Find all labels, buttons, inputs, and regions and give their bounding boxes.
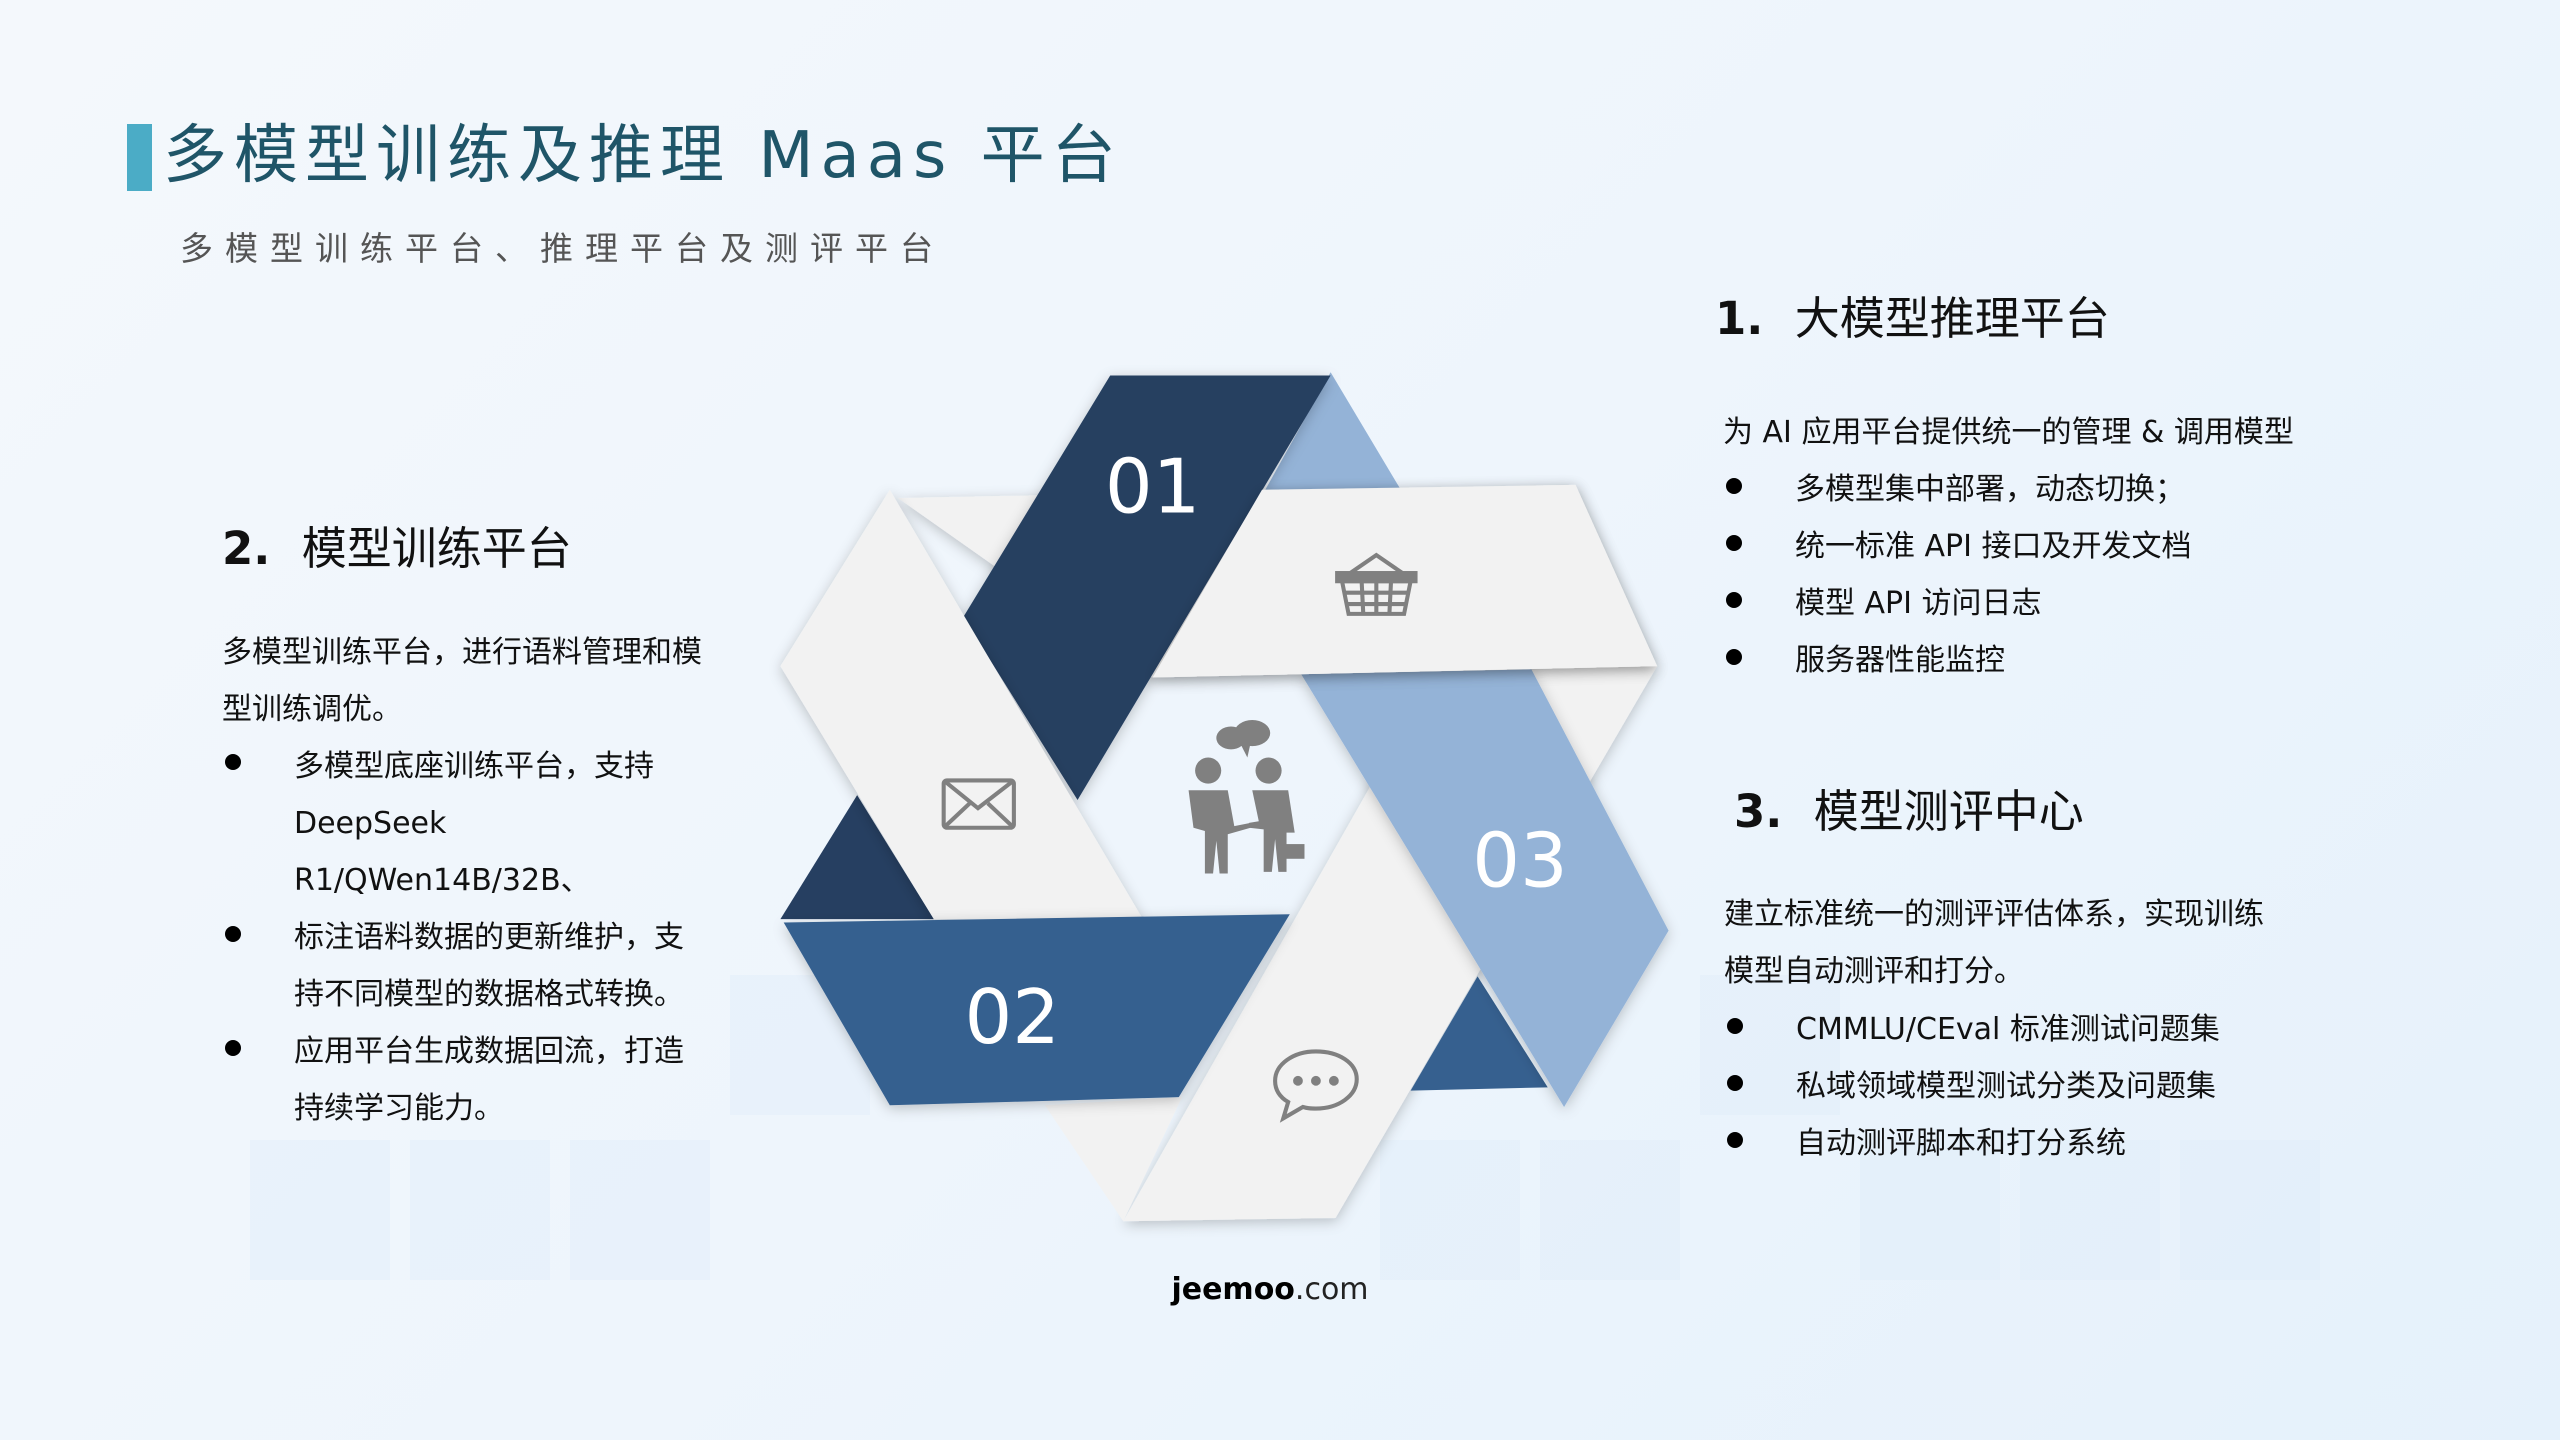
left-white-band bbox=[780, 489, 1143, 920]
footer-domain-suffix: .com bbox=[1294, 1272, 1369, 1307]
navy-triangle bbox=[780, 795, 934, 920]
chat-bubble-icon bbox=[1273, 1049, 1359, 1123]
list-item: 统一标准 API 接口及开发文档 bbox=[1795, 529, 2192, 564]
label-03: 03 bbox=[1472, 817, 1568, 905]
section2-heading: 2. 模型训练平台 bbox=[222, 512, 572, 577]
section1-heading: 1. 大模型推理平台 bbox=[1715, 282, 2110, 347]
band-01 bbox=[963, 375, 1331, 800]
mid-blue-triangle bbox=[1410, 976, 1548, 1091]
list-item: 服务器性能监控 bbox=[1795, 643, 2005, 678]
basket-icon bbox=[1335, 552, 1418, 616]
page-title: 多模型训练及推理 Maas 平台 bbox=[163, 119, 1123, 193]
lower-white-piece bbox=[1044, 1097, 1183, 1222]
title-accent-bar bbox=[127, 124, 152, 191]
footer-brand: jeemoo bbox=[1171, 1272, 1295, 1307]
section3-number: 3. bbox=[1734, 785, 1783, 838]
footer-watermark: jeemoo.com bbox=[0, 1272, 2540, 1307]
section3-heading: 3. 模型测评中心 bbox=[1734, 775, 2084, 840]
list-item: CMMLU/CEval 标准测试问题集 bbox=[1796, 1012, 2220, 1047]
business-handshake-icon bbox=[1188, 720, 1305, 874]
label-02: 02 bbox=[964, 973, 1060, 1061]
section3-desc: 建立标准统一的测评评估体系，实现训练 模型自动测评和打分。 bbox=[1724, 897, 2264, 989]
bullet-dot bbox=[225, 926, 241, 942]
list-item: 多模型底座训练平台，支持 DeepSeek R1/QWen14B/32B、 bbox=[294, 749, 654, 898]
bullet-dot bbox=[1726, 535, 1742, 551]
list-item: 模型 API 访问日志 bbox=[1795, 586, 2042, 621]
page-subtitle: 多模型训练平台、推理平台及测评平台 bbox=[180, 229, 945, 268]
bullet-dot bbox=[225, 1040, 241, 1056]
band-02 bbox=[783, 914, 1290, 1106]
section2-title: 模型训练平台 bbox=[301, 522, 572, 575]
section1-desc: 为 AI 应用平台提供统一的管理 & 调用模型 bbox=[1723, 415, 2294, 450]
section2-desc: 多模型训练平台，进行语料管理和模 型训练调优。 bbox=[222, 635, 702, 727]
section1-title: 大模型推理平台 bbox=[1794, 292, 2110, 345]
bullet-dot bbox=[1727, 1075, 1743, 1091]
section1-number: 1. bbox=[1715, 292, 1764, 345]
bullet-dot bbox=[1726, 649, 1742, 665]
list-item: 私域领域模型测试分类及问题集 bbox=[1796, 1069, 2216, 1104]
bullet-dot bbox=[1727, 1132, 1743, 1148]
bullet-dot bbox=[1726, 478, 1742, 494]
band-03 bbox=[1301, 669, 1669, 1107]
light-blue-top-triangle bbox=[1265, 372, 1401, 490]
bullet-dot bbox=[225, 754, 241, 770]
envelope-icon bbox=[941, 778, 1016, 830]
list-item: 自动测评脚本和打分系统 bbox=[1796, 1126, 2126, 1161]
list-item: 标注语料数据的更新维护，支 持不同模型的数据格式转换。 bbox=[294, 920, 684, 1012]
section3-title: 模型测评中心 bbox=[1813, 785, 2084, 838]
label-01: 01 bbox=[1105, 443, 1201, 531]
list-item: 多模型集中部署，动态切换； bbox=[1795, 472, 2185, 507]
list-item: 应用平台生成数据回流，打造 持续学习能力。 bbox=[294, 1034, 684, 1126]
section2-number: 2. bbox=[222, 522, 271, 575]
bullet-dot bbox=[1726, 592, 1742, 608]
bullet-dot bbox=[1727, 1018, 1743, 1034]
